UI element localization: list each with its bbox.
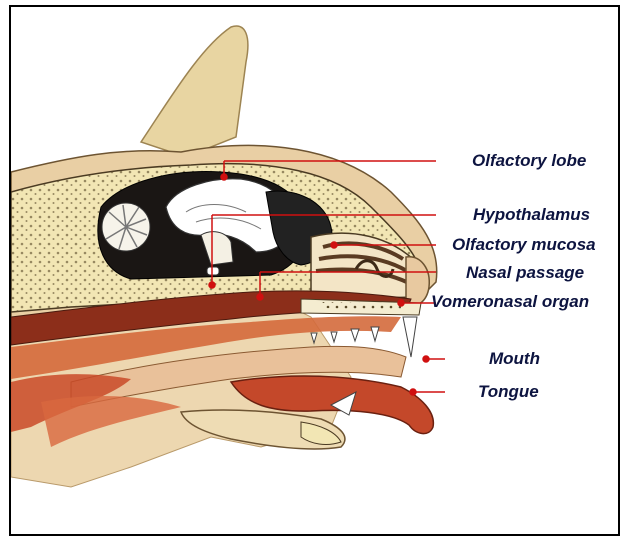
label-nasal-passage: Nasal passage: [466, 264, 584, 281]
label-vomeronasal-organ: Vomeronasal organ: [431, 293, 589, 310]
label-hypothalamus: Hypothalamus: [473, 206, 590, 223]
diagram-frame: Olfactory lobe Hypothalamus Olfactory mu…: [9, 5, 620, 536]
label-olfactory-mucosa: Olfactory mucosa: [452, 236, 596, 253]
label-olfactory-lobe: Olfactory lobe: [472, 152, 586, 169]
cerebellum: [102, 203, 150, 251]
ear: [141, 26, 248, 157]
label-tongue: Tongue: [478, 383, 539, 400]
label-mouth: Mouth: [489, 350, 540, 367]
